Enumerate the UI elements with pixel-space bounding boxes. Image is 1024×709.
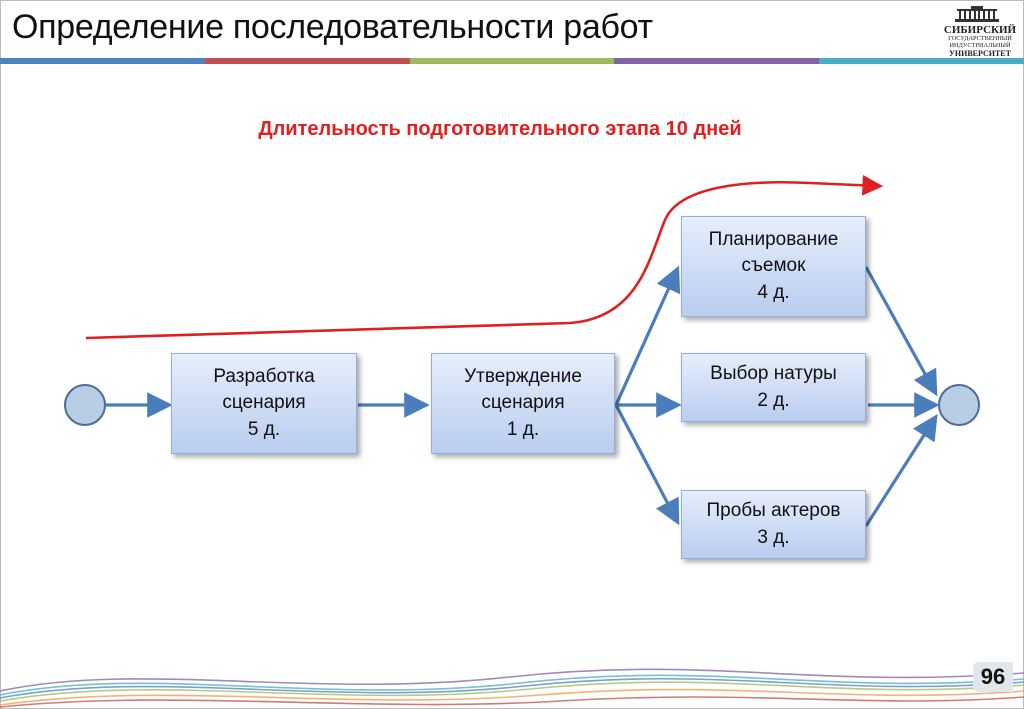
decorative-waves — [0, 668, 1024, 708]
task-scenario-development: Разработка сценария 5 д. — [171, 353, 357, 454]
color-bar-segment-blue — [0, 58, 205, 64]
arrow-planning-to-end — [864, 266, 938, 397]
task-duration: 4 д. — [757, 281, 790, 303]
task-label-line2: сценария — [481, 392, 565, 414]
arrow-casting-to-end — [864, 413, 938, 527]
task-duration: 2 д. — [757, 389, 790, 411]
logo-line-4: УНИВЕРСИТЕТ — [949, 49, 1011, 58]
logo-line-3: ИНДУСТРИАЛЬНЫЙ — [949, 42, 1011, 49]
color-bar-segment-red — [204, 58, 410, 64]
task-duration: 1 д. — [506, 418, 540, 440]
color-bar-segment-cyan — [819, 58, 1024, 64]
logo-line-2: ГОСУДАРСТВЕННЫЙ — [948, 35, 1012, 42]
university-logo: СИБИРСКИЙ ГОСУДАРСТВЕННЫЙ ИНДУСТРИАЛЬНЫЙ… — [940, 4, 1020, 58]
arrow-approval-to-planning — [614, 265, 681, 406]
building-icon — [955, 6, 999, 22]
arrow-approval-to-casting — [614, 404, 680, 526]
task-label: Пробы актеров — [706, 500, 841, 522]
start-node — [64, 384, 106, 426]
task-label: Выбор натуры — [710, 363, 837, 385]
page-number: 96 — [973, 662, 1013, 692]
color-bar-segment-green — [409, 58, 615, 64]
title-color-bar — [0, 58, 1024, 64]
task-scenario-approval: Утверждение сценария 1 д. — [431, 353, 615, 454]
task-label: Утверждение — [464, 366, 582, 388]
task-label: Планирование — [708, 229, 839, 251]
slide-title: Определение последовательности работ — [12, 8, 653, 46]
logo-line-1: СИБИРСКИЙ — [943, 24, 1017, 36]
task-duration: 5 д. — [247, 418, 281, 440]
task-duration: 3 д. — [757, 526, 790, 548]
critical-path-arrow — [85, 174, 884, 340]
task-shooting-planning: Планирование съемок 4 д. — [681, 216, 866, 317]
stage-duration-label: Длительность подготовительного этапа 10 … — [258, 118, 742, 140]
task-label-line2: съемок — [741, 255, 806, 277]
end-node — [938, 384, 980, 426]
task-label: Разработка — [213, 366, 315, 388]
color-bar-segment-purple — [614, 58, 820, 64]
task-location-selection: Выбор натуры 2 д. — [681, 353, 866, 422]
task-actor-casting: Пробы актеров 3 д. — [681, 490, 866, 559]
task-label-line2: сценария — [222, 392, 306, 414]
